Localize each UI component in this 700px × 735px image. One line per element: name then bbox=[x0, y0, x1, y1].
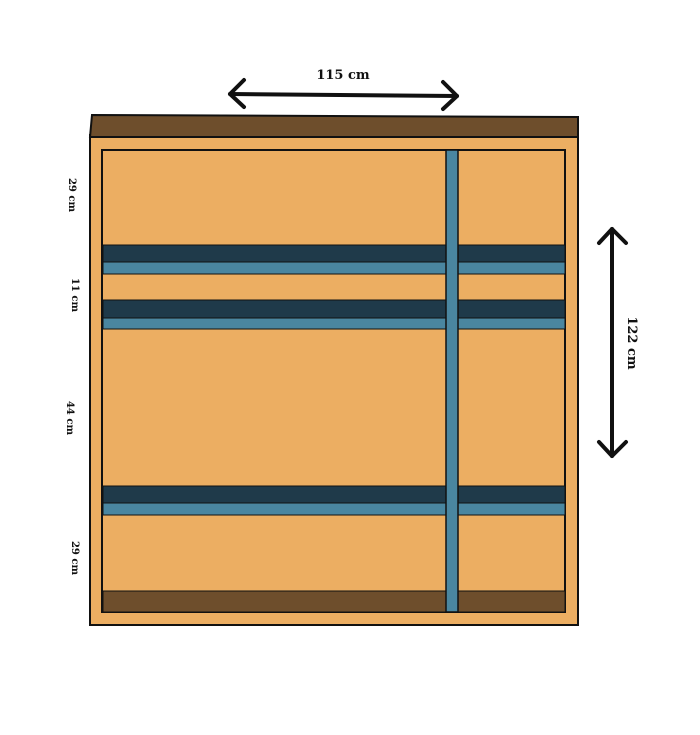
height-arrow-icon bbox=[597, 227, 628, 458]
section-label-middle-large: 44 cm bbox=[64, 401, 75, 435]
width-arrow-icon bbox=[228, 78, 459, 111]
cabinet-base-strip bbox=[102, 590, 566, 613]
vertical-divider bbox=[445, 149, 459, 613]
cabinet-top-panel bbox=[88, 113, 579, 138]
section-label-bottom: 29 cm bbox=[69, 541, 80, 575]
cabinet bbox=[88, 113, 579, 626]
cabinet-inner-frame bbox=[101, 149, 566, 613]
shelf-3 bbox=[102, 485, 566, 516]
height-label: 122 cm bbox=[624, 316, 639, 370]
shelf-1 bbox=[102, 244, 566, 275]
section-label-middle-small: 11 cm bbox=[69, 278, 80, 312]
width-label: 115 cm bbox=[316, 68, 370, 83]
section-label-top: 29 cm bbox=[66, 178, 77, 212]
shelf-2 bbox=[102, 299, 566, 330]
